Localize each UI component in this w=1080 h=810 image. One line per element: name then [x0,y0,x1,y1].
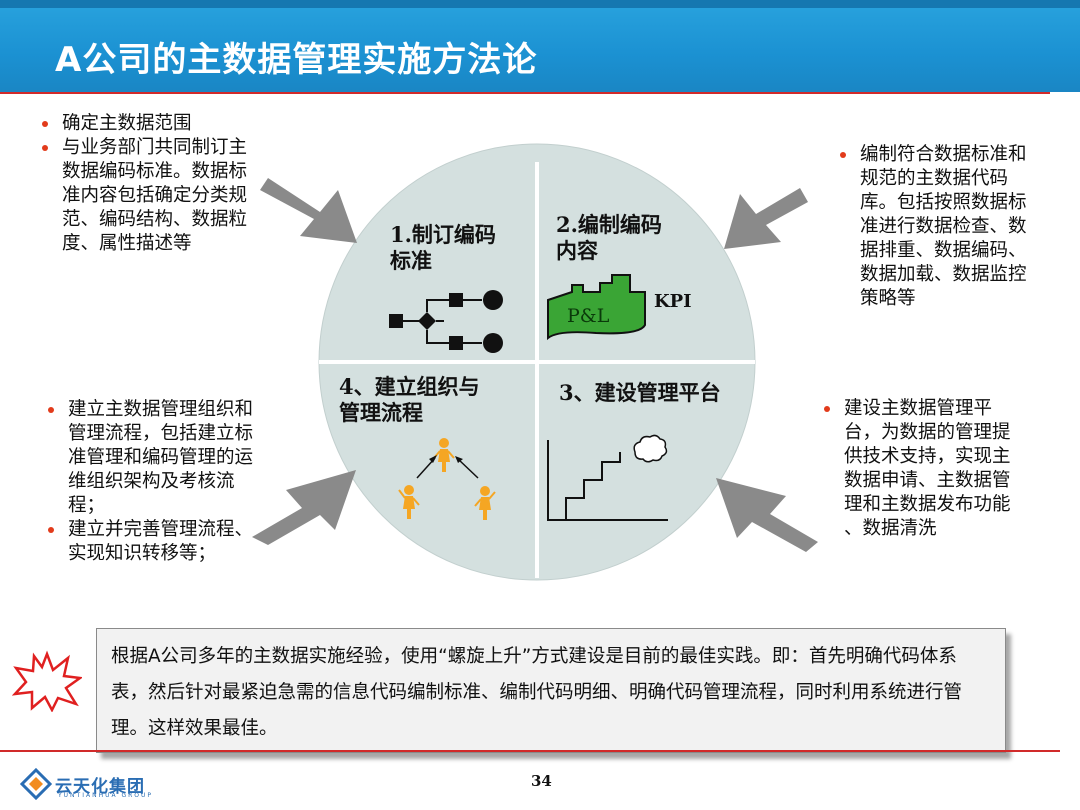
note-text: 建设主数据管理平台，为数据的管理提供技术支持，实现主数据申请、主数据管理和主数据… [844,398,1011,539]
quadrant-1-line2: 标准 [390,248,496,274]
arrow-icon-top-right [724,188,808,249]
quadrant-2-label: 2.编制编码 内容 [556,212,662,264]
note-text: 建立主数据管理组织和管理流程，包括建立标准管理和编码管理的运维组织架构及考核流程… [68,399,253,516]
notes-bottom-right: 建设主数据管理平台，为数据的管理提供技术支持，实现主数据申请、主数据管理和主数据… [822,397,1024,541]
list-item: 确定主数据范围 [40,112,258,136]
quadrant-3-label: 3、建设管理平台 [559,380,721,406]
list-item: 建立主数据管理组织和管理流程，包括建立标准管理和编码管理的运维组织架构及考核流程… [46,398,264,518]
starburst-icon [12,650,82,712]
bullet-icon [42,121,48,127]
bullet-icon [840,152,846,158]
quadrant-2-line2: 内容 [556,238,662,264]
note-text: 编制符合数据标准和规范的主数据代码库。包括按照数据标准进行数据检查、数据排重、数… [860,144,1027,309]
quadrant-4-label: 4、建立组织与 管理流程 [339,374,480,426]
bullet-icon [48,527,54,533]
quadrant-3-line1: 3、建设管理平台 [559,380,721,406]
note-text: 确定主数据范围 [62,113,192,134]
quadrant-1-label: 1.制订编码 标准 [390,222,496,274]
notes-top-right: 编制符合数据标准和规范的主数据代码库。包括按照数据标准进行数据检查、数据排重、数… [838,143,1038,311]
notes-bottom-left: 建立主数据管理组织和管理流程，包括建立标准管理和编码管理的运维组织架构及考核流程… [46,398,264,566]
summary-text: 根据A公司多年的主数据实施经验，使用“螺旋上升”方式建设是目前的最佳实践。即：首… [111,639,991,747]
quadrant-4-line1: 4、建立组织与 [339,374,480,400]
arrow-icon-top-left [260,178,357,243]
note-text: 建立并完善管理流程、实现知识转移等； [68,519,253,564]
list-item: 与业务部门共同制订主数据编码标准。数据标准内容包括确定分类规范、编码结构、数据粒… [40,136,258,256]
list-item: 建设主数据管理平台，为数据的管理提供技术支持，实现主数据申请、主数据管理和主数据… [822,397,1024,541]
company-logo-subtext: YUNTIANHUA GROUP [58,792,153,799]
quadrant-1-line1: 1.制订编码 [390,222,496,248]
bullet-icon [48,407,54,413]
list-item: 编制符合数据标准和规范的主数据代码库。包括按照数据标准进行数据检查、数据排重、数… [838,143,1038,311]
arrow-icon-bottom-right [716,478,818,552]
notes-top-left: 确定主数据范围 与业务部门共同制订主数据编码标准。数据标准内容包括确定分类规范、… [40,112,258,256]
company-logo-icon [20,768,52,800]
summary-box: 根据A公司多年的主数据实施经验，使用“螺旋上升”方式建设是目前的最佳实践。即：首… [96,628,1006,753]
bullet-icon [824,406,830,412]
arrow-icon-bottom-left [252,470,356,545]
quadrant-2-line1: 2.编制编码 [556,212,662,238]
quadrant-4-line2: 管理流程 [339,400,480,426]
footer-divider [0,750,1060,752]
bullet-icon [42,145,48,151]
kpi-label: KPI [654,289,692,315]
page-number: 34 [531,772,552,790]
list-item: 建立并完善管理流程、实现知识转移等； [46,518,264,566]
note-text: 与业务部门共同制订主数据编码标准。数据标准内容包括确定分类规范、编码结构、数据粒… [62,137,247,254]
pl-label: P&L [567,303,609,329]
